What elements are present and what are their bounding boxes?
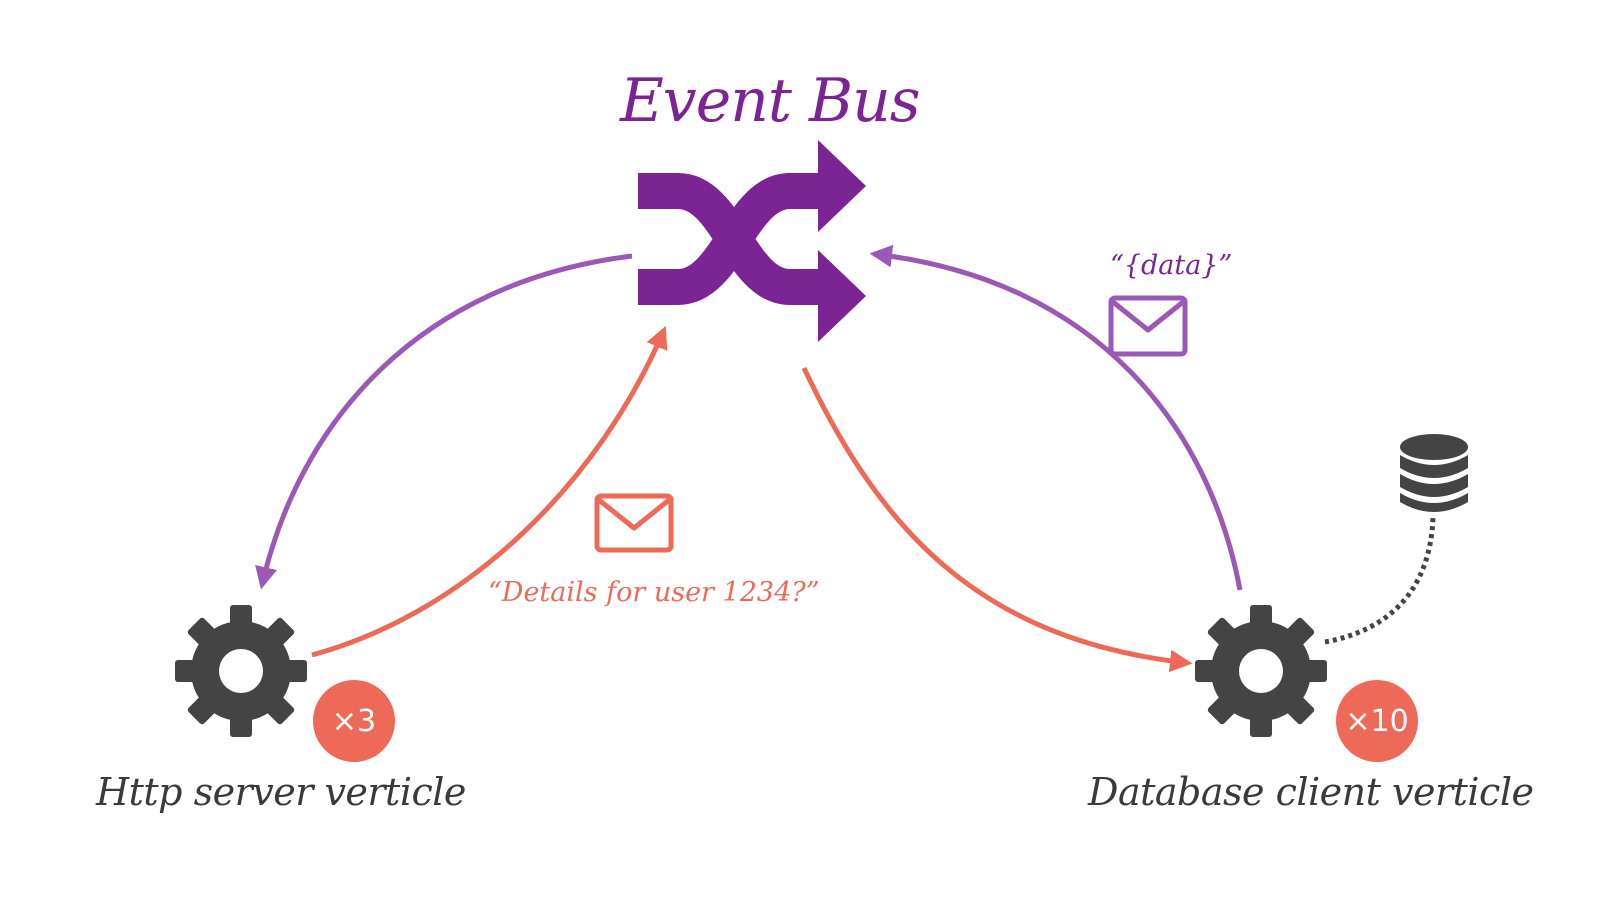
badge-circle [1336,680,1418,762]
badge-circle [313,680,395,762]
gear-icon [175,605,307,737]
http-server-verticle-label: Http server verticle [96,770,466,814]
database-client-verticle-label: Database client verticle [1088,770,1534,814]
bus-to-http-arrow [255,253,633,590]
envelope-icon [594,493,674,553]
envelope-icon [1108,295,1188,357]
db-connector-dotted [1324,517,1436,645]
shuffle-icon [638,173,826,305]
http-instance-count-badge: ×3 [331,704,377,739]
http-to-bus-arrow [311,325,668,658]
reply-message-label: “{data}” [1110,250,1233,281]
shuffle-arrowheads [818,140,866,342]
request-message-label: “Details for user 1234?” [488,577,820,608]
db-to-bus-arrow [869,244,1243,591]
db-instance-count-badge: ×10 [1345,704,1409,739]
gear-icon [1195,605,1327,737]
page-title: Event Bus [620,66,921,136]
database-icon [1400,434,1468,512]
bus-to-db-arrow [801,366,1193,673]
